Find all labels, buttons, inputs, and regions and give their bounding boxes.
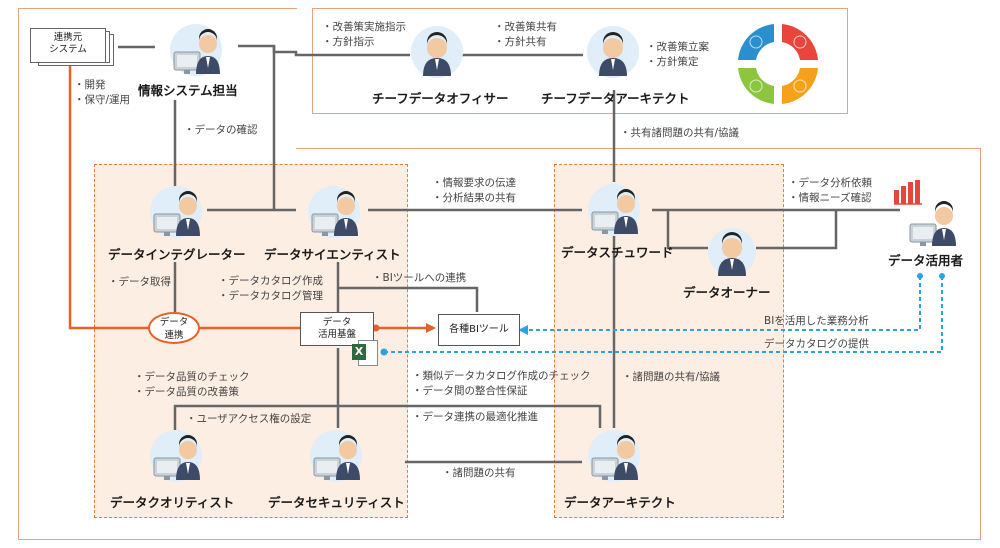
chief-architect-figure (587, 26, 639, 78)
note-similar: ・類似データカタログ作成のチェック ・データ間の整合性保証 (412, 369, 591, 399)
note-dev-ops-2: ・保守/運用 (74, 94, 131, 106)
user-figure (909, 200, 957, 247)
note-acquire: ・データ取得 (108, 276, 171, 288)
owner-figure (708, 228, 756, 276)
note-catalog-2: ・データカタログ管理 (218, 290, 323, 302)
data-link-line1: データ (159, 317, 189, 328)
note-share-1: ・改善策共有 (494, 21, 557, 33)
note-quality: ・データ品質のチェック ・データ品質の改善策 (134, 370, 250, 400)
note-catalog-provide: データカタログの提供 (764, 338, 869, 350)
note-chief-arch: ・改善策立案 ・方針策定 (646, 40, 709, 70)
note-share-2: ・方針共有 (494, 36, 547, 48)
note-analysis-request-1: ・データ分析依頼 (788, 177, 872, 189)
note-info-request: ・情報要求の伝達 ・分析結果の共有 (432, 176, 516, 206)
role-security: データセキュリティスト (268, 495, 405, 510)
role-chief-architect: チーフデータアーキテクト (541, 91, 690, 106)
note-cdo-out-2: ・方針指示 (322, 36, 375, 48)
excel-icon: X (352, 340, 378, 366)
data-link-line2: 連携 (164, 330, 184, 341)
cdo-figure (411, 26, 463, 78)
note-dev-ops-1: ・開発 (74, 79, 106, 91)
role-steward: データスチュワード (561, 245, 674, 260)
note-common-issues: ・共有諸問題の共有/協議 (620, 127, 740, 139)
integrator-figure (150, 186, 202, 238)
security-figure (310, 430, 362, 482)
role-scientist: データサイエンティスト (264, 247, 401, 262)
note-dev-ops: ・開発 ・保守/運用 (74, 78, 130, 108)
note-issues-share: ・諸問題の共有/協議 (622, 371, 721, 383)
note-quality-1: ・データ品質のチェック (134, 371, 250, 383)
role-cdo: チーフデータオフィサー (372, 91, 509, 106)
note-analysis-request-2: ・情報ニーズ確認 (788, 192, 872, 204)
it-staff-figure (170, 24, 222, 76)
role-integrator: データインテグレーター (108, 247, 246, 262)
note-share: ・改善策共有 ・方針共有 (494, 20, 557, 50)
note-issues: ・諸問題の共有 (442, 467, 516, 479)
note-info-request-1: ・情報要求の伝達 (432, 177, 516, 189)
note-similar-1: ・類似データカタログ作成のチェック (412, 370, 591, 382)
note-chief-arch-2: ・方針策定 (646, 56, 699, 68)
note-link-opt: ・データ連携の最適化推進 (412, 411, 538, 423)
note-cdo-out: ・改善策実施指示 ・方針指示 (322, 20, 406, 50)
note-data-check: ・データの確認 (184, 124, 258, 136)
note-bi-analysis: BIを活用した業務分析 (764, 315, 869, 327)
role-owner: データオーナー (683, 285, 771, 300)
role-architect: データアーキテクト (564, 495, 676, 510)
architect-figure (588, 430, 640, 482)
note-bi-link: ・BIツールへの連携 (372, 272, 467, 284)
note-cdo-out-1: ・改善策実施指示 (322, 21, 406, 33)
note-analysis-request: ・データ分析依頼 ・情報ニーズ確認 (788, 176, 872, 206)
source-system-line2: システム (49, 44, 87, 55)
scientist-figure (308, 186, 360, 238)
bi-tools-box: 各種BIツール (438, 314, 520, 346)
steward-figure (588, 184, 640, 236)
quality-figure (150, 430, 202, 482)
note-catalog: ・データカタログ作成 ・データカタログ管理 (218, 274, 323, 304)
role-user: データ活用者 (888, 253, 964, 268)
note-catalog-1: ・データカタログ作成 (218, 275, 323, 287)
role-it-staff: 情報システム担当 (138, 83, 238, 98)
data-link-badge: データ 連携 (148, 312, 200, 344)
platform-line2: 活用基盤 (317, 329, 356, 340)
note-quality-2: ・データ品質の改善策 (134, 386, 239, 398)
note-chief-arch-1: ・改善策立案 (646, 41, 709, 53)
platform-line1: データ (322, 317, 352, 328)
source-system-line1: 連携元 (53, 32, 83, 43)
source-system-box: 連携元 システム (30, 28, 106, 63)
note-info-request-2: ・分析結果の共有 (432, 192, 516, 204)
note-access: ・ユーザアクセス権の設定 (186, 413, 312, 425)
role-quality: データクオリティスト (110, 495, 235, 510)
note-similar-2: ・データ間の整合性保証 (412, 385, 528, 397)
